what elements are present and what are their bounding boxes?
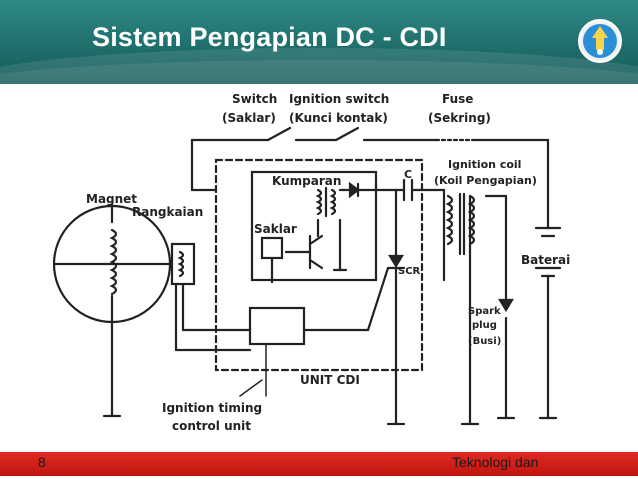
label-saklar: Saklar	[254, 222, 297, 236]
label-rangkaian: Rangkaian	[132, 205, 203, 219]
label-koil-pengapian: (Koil Pengapian)	[434, 174, 537, 187]
label-fuse: Fuse	[442, 92, 473, 106]
label-kunci-kontak: (Kunci kontak)	[289, 111, 388, 125]
label-kumparan: Kumparan	[272, 174, 341, 188]
footer-bar	[0, 452, 638, 476]
label-control-unit: control unit	[172, 419, 251, 433]
label-ignition-coil: Ignition coil	[448, 158, 521, 171]
label-plug: plug	[472, 320, 497, 331]
label-sekring: (Sekring)	[428, 111, 491, 125]
label-saklar-paren: (Saklar)	[222, 111, 276, 125]
header-swoosh	[0, 48, 638, 84]
label-baterai: Baterai	[521, 253, 570, 267]
label-ignition-switch: Ignition switch	[289, 92, 389, 106]
footer-text: Teknologi dan	[452, 454, 539, 470]
label-scr: SCR	[398, 266, 421, 277]
cdi-wiring-diagram: Switch (Saklar) Ignition switch (Kunci k…	[52, 92, 570, 433]
label-spark: Spark	[468, 306, 501, 317]
slide-header	[0, 0, 638, 84]
label-unit-cdi: UNIT CDI	[300, 373, 360, 387]
slide-title: Sistem Pengapian DC - CDI	[92, 22, 447, 52]
page-number: 8	[38, 454, 46, 470]
label-magnet: Magnet	[86, 192, 137, 206]
slide-footer	[0, 452, 638, 479]
label-ignition-timing: Ignition timing	[162, 401, 262, 415]
label-capacitor: C	[404, 168, 412, 181]
label-switch: Switch	[232, 92, 277, 106]
ministry-logo-icon	[578, 19, 622, 63]
label-busi: (Busi)	[468, 336, 501, 347]
